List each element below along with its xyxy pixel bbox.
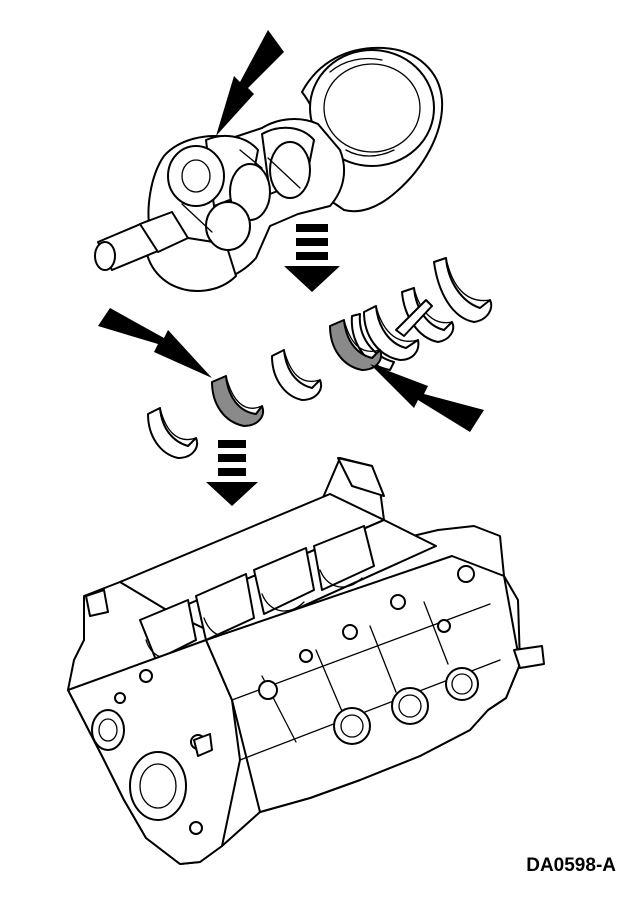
upper-main-bearing-shells: [147, 257, 493, 459]
callout-arrow-crank-journal: [216, 30, 284, 136]
bearing-shell-highlighted: [211, 375, 264, 427]
bearing-shell: [433, 257, 493, 323]
cylinder-block: [67, 457, 545, 865]
direction-arrow-down-1: [284, 224, 340, 292]
bearing-shell: [147, 407, 198, 459]
bearing-shell: [271, 349, 322, 401]
thrust-bearing: [350, 299, 433, 371]
crankshaft: [94, 46, 444, 292]
callout-arrow-bearing-right: [370, 364, 484, 432]
bearing-shell-highlighted: [329, 319, 382, 371]
callout-arrow-bearing-left: [98, 308, 212, 378]
direction-arrow-down-2: [206, 440, 258, 506]
figure-code-label: DA0598-A: [526, 855, 616, 876]
